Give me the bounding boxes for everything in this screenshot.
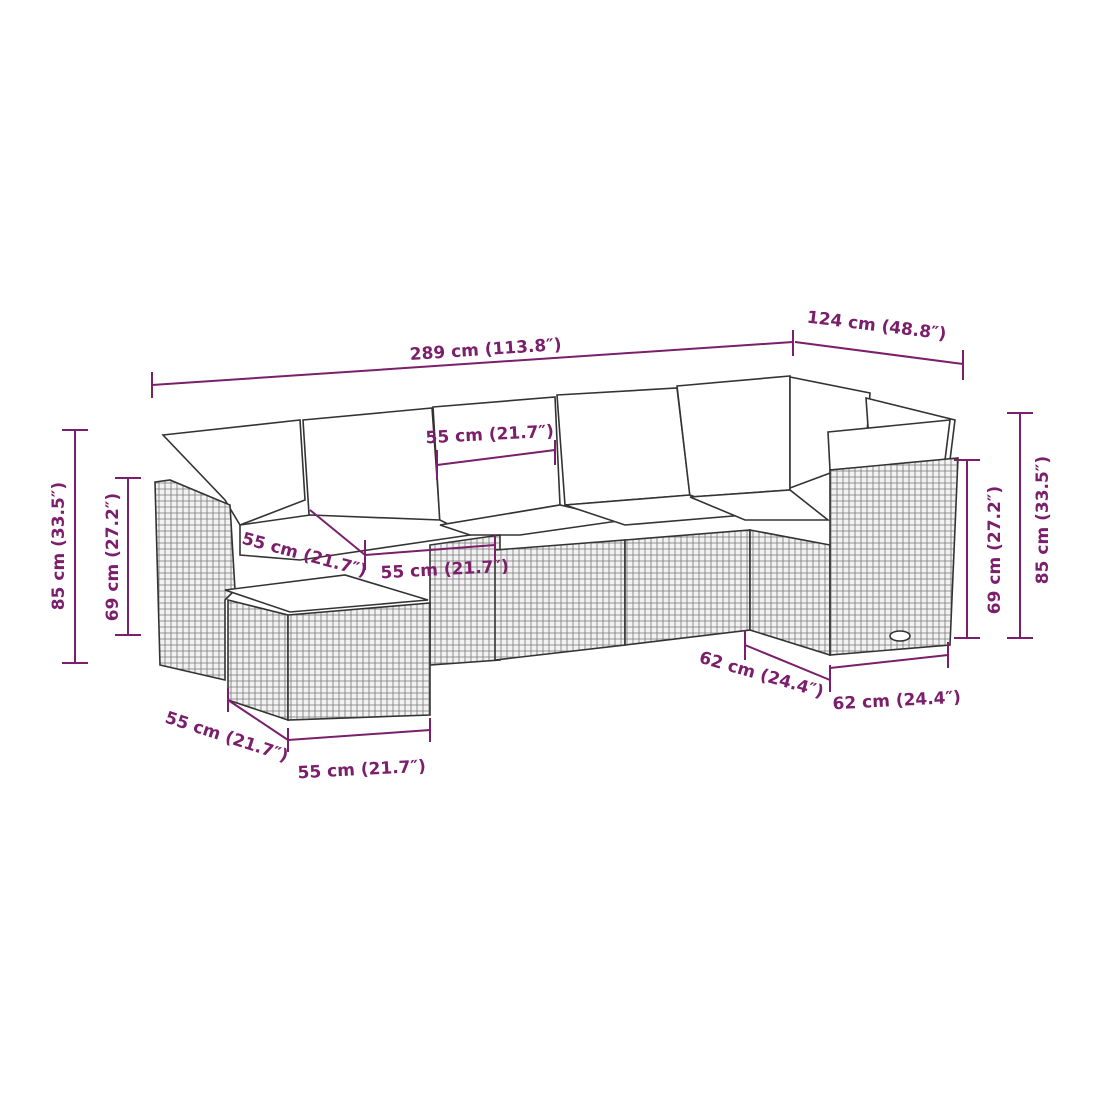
middle-module-1 xyxy=(429,534,501,666)
seat-cushions xyxy=(239,489,831,561)
left-armrest-height-label: 69 cm (27.2″) xyxy=(103,493,123,621)
right-armrest-height-label: 69 cm (27.2″) xyxy=(985,486,1005,614)
sofa-illustration xyxy=(154,375,959,722)
corner-width-label: 62 cm (24.4″) xyxy=(832,688,961,715)
left-corner-module xyxy=(154,479,236,682)
corner-depth-label: 62 cm (24.4″) xyxy=(697,648,826,703)
footstool-width-label: 55 cm (21.7″) xyxy=(297,757,426,784)
left-total-height-label: 85 cm (33.5″) xyxy=(49,482,69,610)
total-depth-label: 124 cm (48.8″) xyxy=(806,308,948,345)
right-corner-module xyxy=(749,529,831,657)
footstool-depth-label: 55 cm (21.7″) xyxy=(162,708,290,767)
total-width-label: 289 cm (113.8″) xyxy=(409,335,562,365)
right-total-height-label: 85 cm (33.5″) xyxy=(1033,456,1053,584)
logo-plate xyxy=(889,630,911,642)
middle-module-3 xyxy=(624,529,751,646)
right-corner-armrest xyxy=(829,457,959,656)
middle-module-2 xyxy=(494,539,626,661)
footstool xyxy=(224,574,431,722)
dimension-lines xyxy=(62,330,1033,752)
